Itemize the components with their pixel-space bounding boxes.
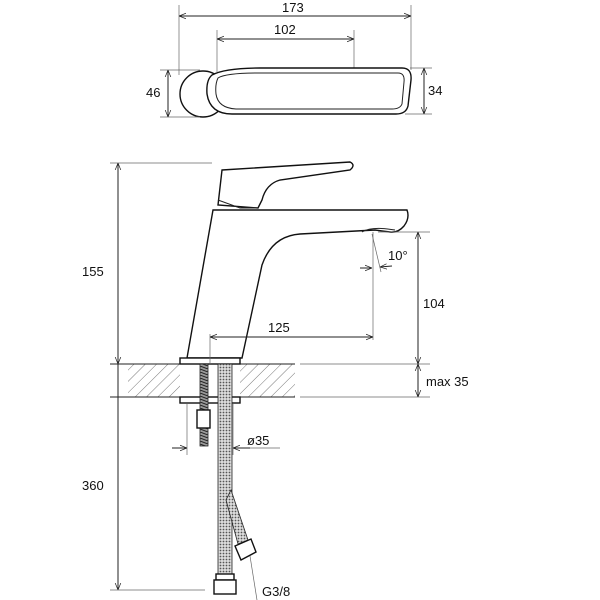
dim-label-102: 102: [274, 22, 296, 37]
dim-label-34: 34: [428, 83, 442, 98]
nut: [196, 409, 211, 429]
dim-label-max35: max 35: [426, 374, 469, 389]
dim-label-360: 360: [82, 478, 104, 493]
hose-thread-label: G3/8: [262, 584, 290, 599]
dim-label-155: 155: [82, 264, 104, 279]
lever-outline: [206, 67, 412, 115]
faucet-handle: [217, 161, 354, 209]
supply-hose: [217, 363, 233, 575]
threaded-stud: [199, 363, 209, 447]
dim-label-104: 104: [423, 296, 445, 311]
hose-nut-2: [234, 538, 257, 561]
top-view: 173 102 46 34: [146, 0, 442, 118]
dim-label-angle: 10°: [388, 248, 408, 263]
faucet-body: [186, 209, 409, 359]
dim-label-173: 173: [282, 0, 304, 15]
dim-label-46: 46: [146, 85, 160, 100]
dim-label-125: 125: [268, 320, 290, 335]
dim-label-diameter: ø35: [247, 433, 269, 448]
mounting-plate: [179, 396, 241, 404]
hose-nut-1: [213, 579, 237, 595]
side-view: 155 360 104 max 35 125 10° ø35 G3/8: [82, 161, 469, 600]
